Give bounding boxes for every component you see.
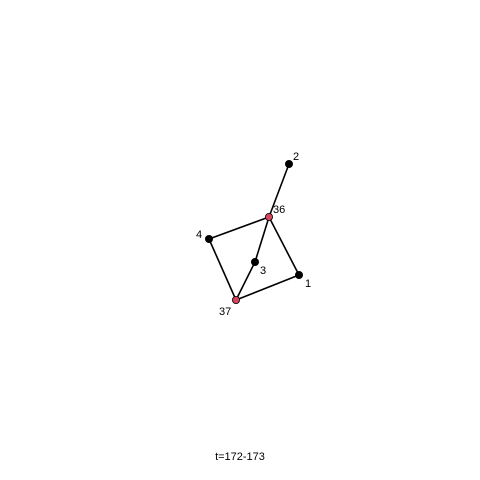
edge-layer <box>208 163 300 301</box>
time-window-caption: t=172-173 <box>215 451 265 463</box>
node-label-3: 3 <box>260 265 266 277</box>
node-36 <box>264 212 273 221</box>
edge-2-36 <box>268 163 290 218</box>
edge-36-3 <box>254 216 270 263</box>
node-1 <box>294 270 303 279</box>
edge-1-37 <box>235 274 300 301</box>
edge-3-37 <box>235 261 256 301</box>
node-label-1: 1 <box>305 278 311 290</box>
node-label-4: 4 <box>196 229 202 241</box>
node-2 <box>284 159 293 168</box>
edge-4-37 <box>208 238 237 301</box>
node-3 <box>250 257 259 266</box>
node-label-2: 2 <box>293 151 299 163</box>
edge-36-1 <box>268 216 300 276</box>
node-layer <box>204 159 303 304</box>
node-4 <box>204 234 213 243</box>
edge-36-4 <box>208 216 270 240</box>
node-label-37: 37 <box>219 306 231 318</box>
label-layer: 2 36 4 3 1 37 <box>196 151 311 318</box>
node-label-36: 36 <box>273 204 285 216</box>
node-37 <box>231 295 240 304</box>
